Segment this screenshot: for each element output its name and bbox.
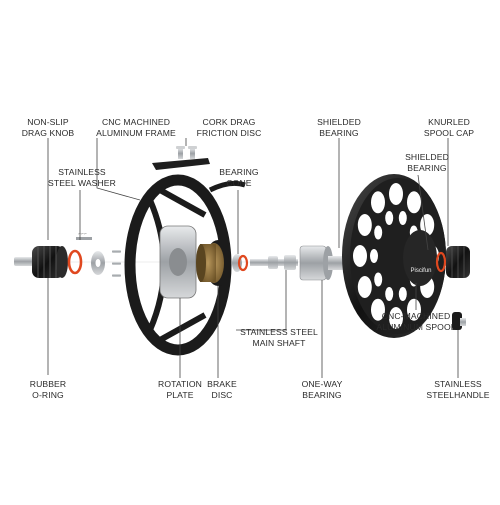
spool-hole [374,225,383,240]
spool-hole [389,307,403,329]
spool-cap-part [435,246,470,278]
cork-drag-plate-part [152,146,210,170]
frame-screws [112,250,121,277]
o-ring-part [67,249,83,275]
brand-logo: Piscifun [410,268,431,274]
spool-hole [389,183,403,205]
spool-hole [407,298,421,321]
washer-part: ⌐⌐⌐ [76,232,105,275]
leader-lines [47,138,459,378]
spool-hole [371,298,385,321]
spool-hole [385,287,394,301]
rotation-plate-part [159,225,197,299]
spool-hole [374,272,383,287]
spool-hole [357,214,372,236]
svg-text:⌐⌐⌐: ⌐⌐⌐ [78,232,87,236]
spool-hole [353,245,367,267]
spool-hole [398,211,407,225]
spool-hole [385,211,394,225]
aluminum-spool-part [342,174,446,338]
spool-hole [357,276,372,298]
one-way-bearing-part [299,245,344,281]
spool-hole [398,287,407,301]
cork-drag-disc-part [196,240,231,286]
spool-hole [407,191,421,214]
spool-hole [370,249,378,263]
bearing-cone-part [232,254,249,272]
drag-knob-part [14,246,68,278]
handle-part [452,312,466,330]
main-shaft-part [250,255,298,270]
spool-hole [371,191,385,214]
